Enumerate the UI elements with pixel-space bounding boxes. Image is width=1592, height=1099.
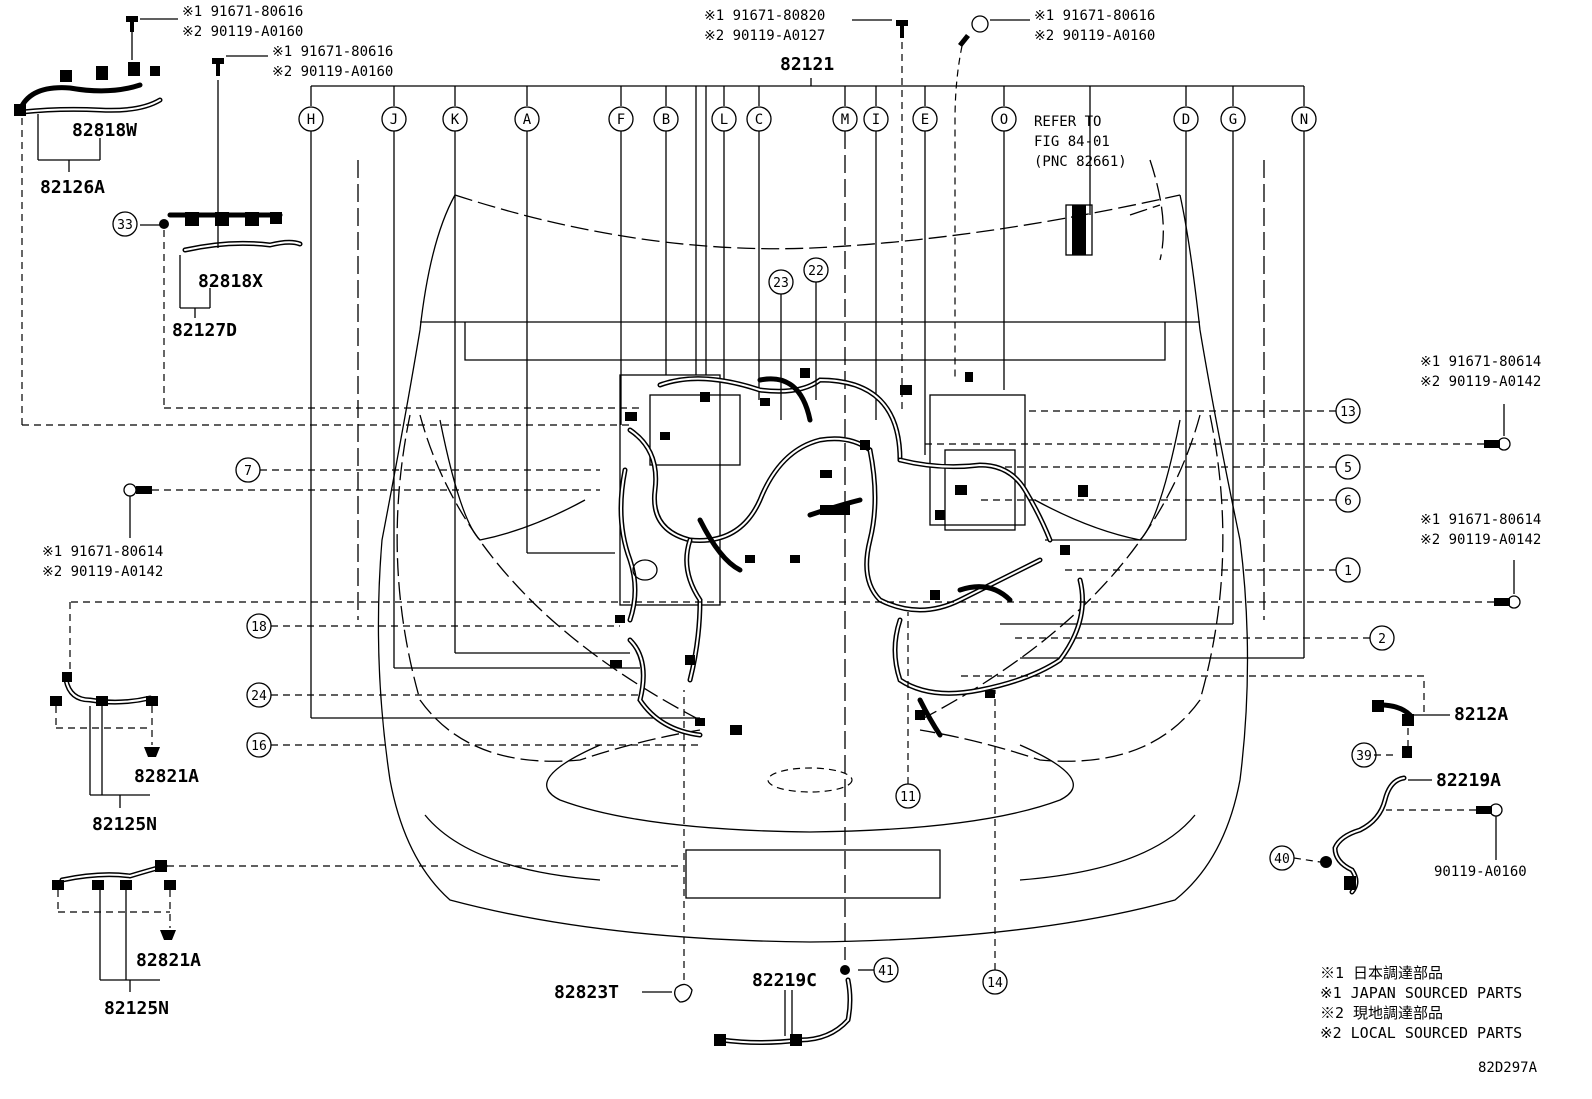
label-82121: 82121 [780,54,834,75]
letter-leader-lines [310,131,1305,960]
bolt-7-line1: ※1 91671-80614 [42,544,163,560]
legend-line1: ※1 日本調達部品 [1320,964,1443,982]
harness-8212A-group [960,675,1503,895]
bolt-6-line2: ※2 90119-A0142 [1420,532,1541,548]
callout-K: K [451,112,460,128]
legend-line4: ※2 LOCAL SOURCED PARTS [1320,1024,1522,1042]
bolt-3-line1: ※1 91671-80820 [704,8,825,24]
label-82219C: 82219C [752,970,817,991]
callout-F: F [617,112,625,128]
callout-6: 6 [1344,494,1352,509]
label-8212A: 8212A [1454,704,1508,725]
callout-I: I [872,112,880,128]
callout-24: 24 [251,689,267,704]
callout-N: N [1300,112,1308,128]
callout-7: 7 [244,464,252,479]
callout-33: 33 [117,218,133,233]
harness-82818X-group [140,55,640,409]
bolt-2-line2: ※2 90119-A0160 [272,64,393,80]
bolt-1-line2: ※2 90119-A0160 [182,24,303,40]
bolt-4-symbol [954,15,1030,380]
bolt-2-line1: ※1 91671-80616 [272,44,393,60]
bolt-6-symbol [69,560,1521,680]
bolt-6-line1: ※1 91671-80614 [1420,512,1541,528]
callout-A: A [523,112,532,128]
number-leader-lines [260,282,1370,970]
callout-39: 39 [1356,749,1372,764]
harness-82125N-lower [52,860,680,992]
callout-M: M [841,112,849,128]
callout-G: G [1229,112,1237,128]
number-callouts: 33 23 22 13 7 5 6 1 18 2 24 16 11 14 39 … [112,211,1395,995]
callout-C: C [755,112,763,128]
label-82821A-lower: 82821A [136,950,201,971]
callout-1: 1 [1344,564,1352,579]
legend-line2: ※1 JAPAN SOURCED PARTS [1320,984,1522,1002]
label-82821A-upper: 82821A [134,766,199,787]
bolt-5-line2: ※2 90119-A0142 [1420,374,1541,390]
callout-H: H [307,112,315,128]
callout-2: 2 [1378,632,1386,647]
bolt-1-line1: ※1 91671-80616 [182,4,303,20]
refer-line2: FIG 84-01 [1034,134,1110,150]
refer-line3: (PNC 82661) [1034,154,1127,170]
sensor-82823T [642,690,693,1003]
bolt-5-symbol [920,404,1511,451]
label-82125N-lower: 82125N [104,998,169,1019]
label-82219A: 82219A [1436,770,1501,791]
main-engine-harness [610,204,1093,738]
harness-82818W-group [14,16,630,426]
harness-82219C [714,965,874,1046]
diagram-code: 82D297A [1478,1060,1538,1076]
harness-82125N-upper [50,672,160,808]
callout-22: 22 [808,264,824,279]
callout-E: E [921,112,929,128]
callout-11: 11 [900,790,916,805]
label-82125N-upper: 82125N [92,814,157,835]
callout-40: 40 [1274,852,1290,867]
refer-line1: REFER TO [1034,114,1101,130]
label-82818W: 82818W [72,120,137,141]
label-82818X: 82818X [198,271,263,292]
callout-14: 14 [987,976,1003,991]
callout-18: 18 [251,620,267,635]
callout-13: 13 [1340,405,1356,420]
callout-D: D [1182,112,1190,128]
bolt-7-symbol [123,483,600,538]
callout-B: B [662,112,670,128]
label-82127D: 82127D [172,320,237,341]
bolt-7-line2: ※2 90119-A0142 [42,564,163,580]
legend-line3: ※2 現地調達部品 [1320,1004,1443,1022]
callout-O: O [1000,112,1008,128]
bolt-4-line2: ※2 90119-A0160 [1034,28,1155,44]
harness-82121-bracket [310,78,1305,375]
callout-L: L [720,112,728,128]
callout-16: 16 [251,739,267,754]
bolt-3-line2: ※2 90119-A0127 [704,28,825,44]
callout-23: 23 [773,276,789,291]
label-90119-A0160: 90119-A0160 [1434,864,1527,880]
vehicle-body-outline [357,159,1265,943]
bolt-3-symbol [852,19,908,410]
legend: ※1 日本調達部品 ※1 JAPAN SOURCED PARTS ※2 現地調達… [1320,964,1522,1042]
label-82823T: 82823T [554,982,619,1003]
bolt-4-line1: ※1 91671-80616 [1034,8,1155,24]
letter-callouts: H J K A F B L C M I E O D G N [298,106,1317,132]
callout-41: 41 [878,964,894,979]
label-82126A: 82126A [40,177,105,198]
bolt-5-line1: ※1 91671-80614 [1420,354,1541,370]
callout-J: J [390,112,398,128]
callout-5: 5 [1344,461,1352,476]
